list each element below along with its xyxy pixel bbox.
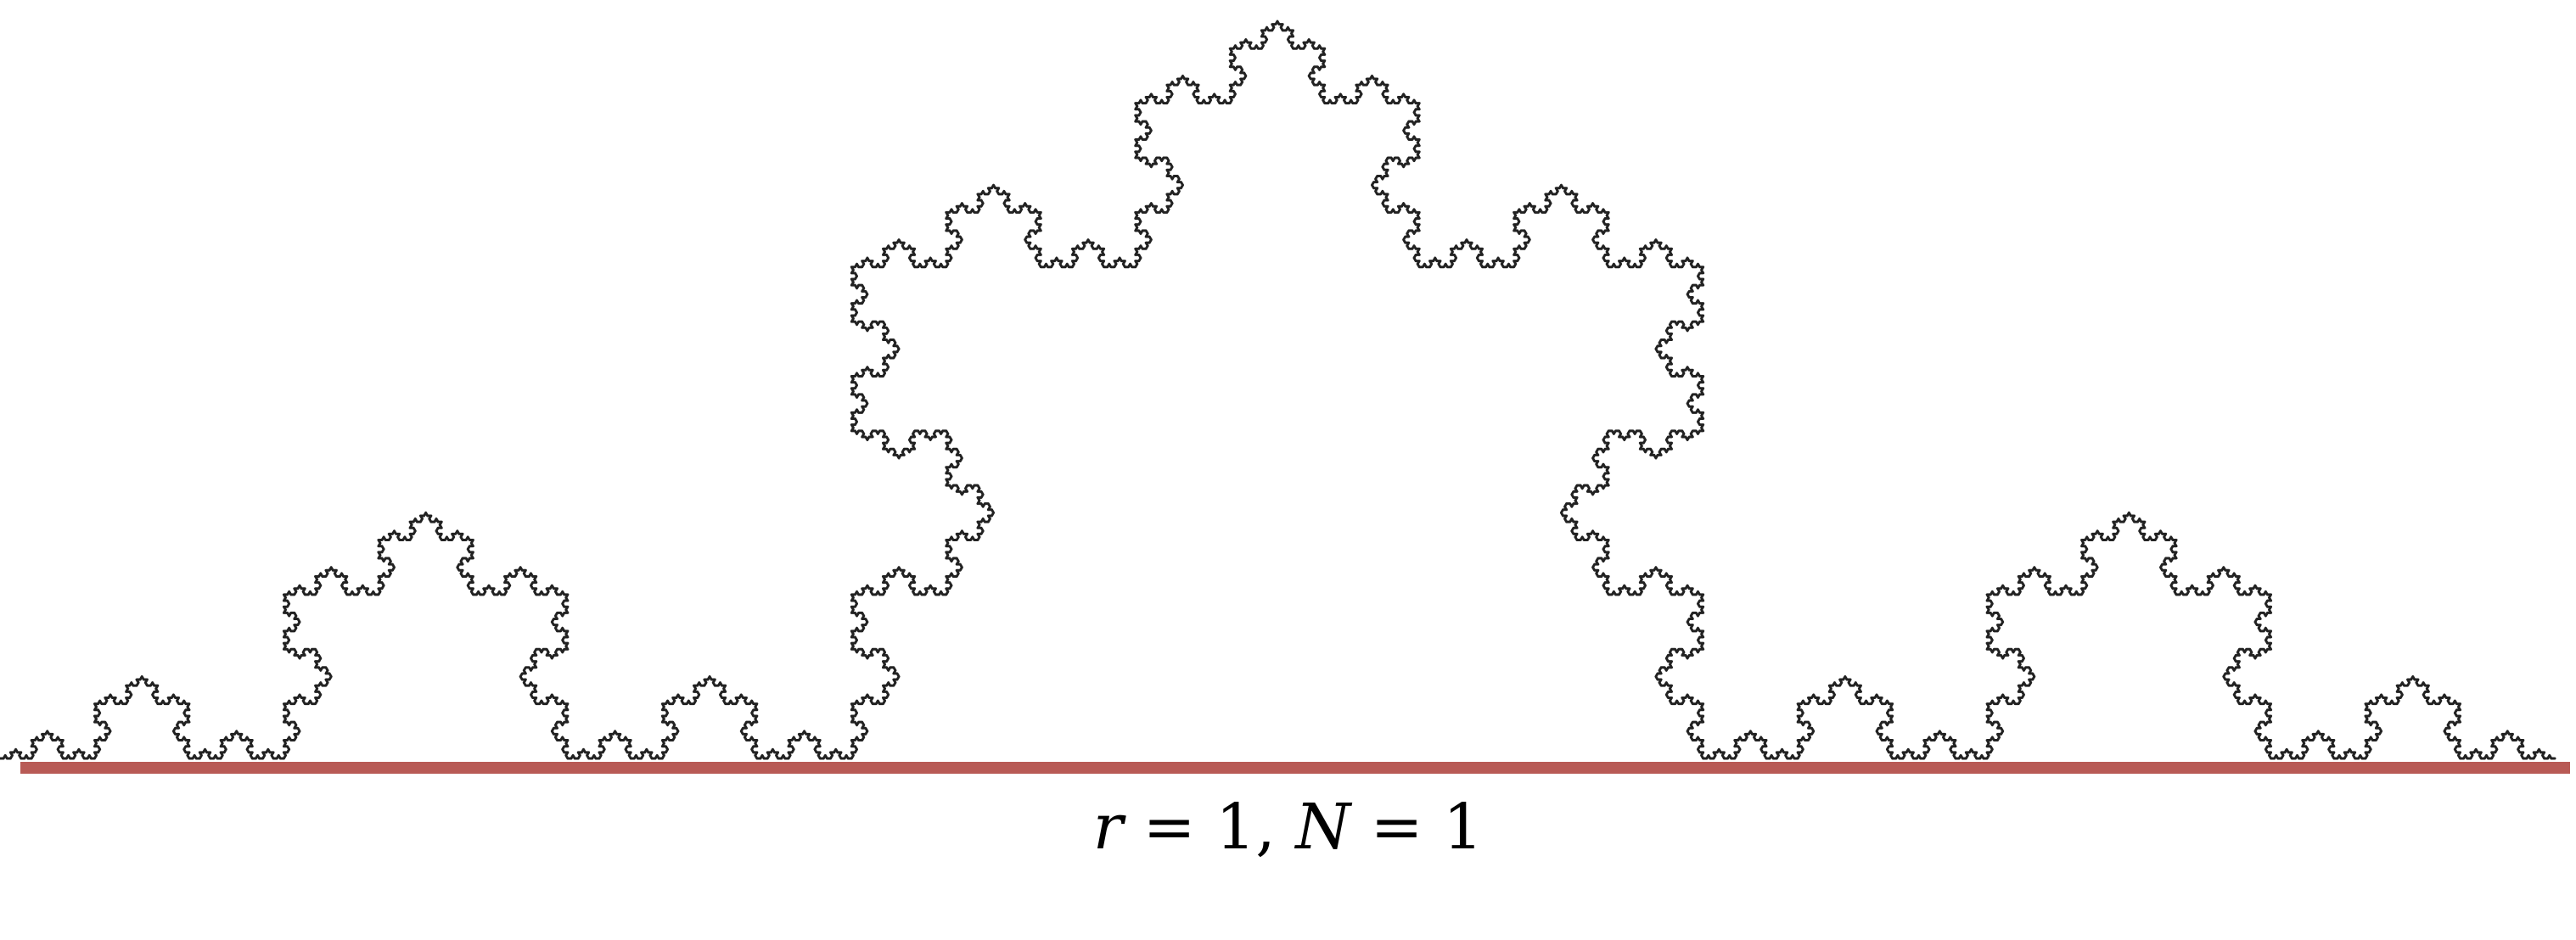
- equals-sign: =: [1123, 791, 1216, 864]
- caption-formula: r = 1, N = 1: [0, 791, 2576, 864]
- separator: ,: [1255, 791, 1296, 864]
- n-symbol: N: [1295, 791, 1351, 864]
- r-value: 1: [1215, 791, 1256, 864]
- n-value: 1: [1443, 791, 1484, 864]
- equals-sign-2: =: [1350, 791, 1444, 864]
- r-symbol: r: [1092, 791, 1124, 864]
- koch-curve: [0, 20, 2556, 760]
